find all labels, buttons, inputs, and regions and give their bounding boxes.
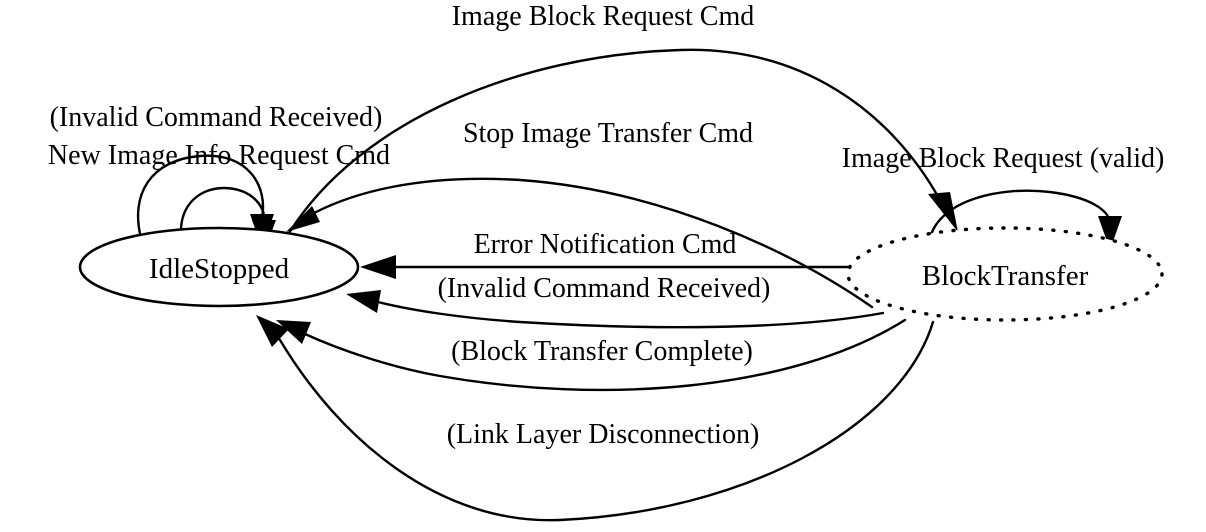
edge-path-idlestopped-self-invalid-command xyxy=(136,154,265,240)
edge-path-image-block-request-cmd xyxy=(287,48,942,235)
edge-label-stop-image-transfer-cmd: Stop Image Transfer Cmd xyxy=(463,118,753,149)
arrowhead-into-idlestopped-invalid xyxy=(346,290,381,313)
node-blocktransfer[interactable]: BlockTransfer xyxy=(846,226,1164,322)
edge-path-stop-image-transfer-cmd xyxy=(303,177,874,309)
edge-error-notification-cmd[interactable] xyxy=(360,255,851,279)
edge-path-link-layer-disconnection xyxy=(278,320,935,522)
edge-blocktransfer-self-image-block-request-valid[interactable] xyxy=(928,189,1122,250)
node-blocktransfer-label: BlockTransfer xyxy=(922,260,1089,292)
edge-label-new-image-info-request-cmd: New Image Info Request Cmd xyxy=(48,140,390,171)
edge-label-invalid-command-received-self: (Invalid Command Received) xyxy=(50,102,383,133)
edge-path-block-transfer-complete xyxy=(303,318,907,392)
arrowhead-into-idlestopped-disconnection xyxy=(256,315,289,347)
arrowhead-blocktransfer-self-valid xyxy=(1098,216,1122,250)
edge-block-transfer-complete[interactable] xyxy=(276,318,907,392)
edge-label-image-block-request-cmd: Image Block Request Cmd xyxy=(452,1,755,32)
edge-label-block-transfer-complete: (Block Transfer Complete) xyxy=(451,336,753,367)
edge-label-link-layer-disconnection: (Link Layer Disconnection) xyxy=(447,419,760,450)
arrowhead-into-idlestopped-stop xyxy=(286,206,320,232)
edge-link-layer-disconnection[interactable] xyxy=(256,315,935,522)
node-idlestopped-ellipse xyxy=(78,226,360,308)
edge-label-image-block-request-valid: Image Block Request (valid) xyxy=(842,143,1165,174)
arrowhead-into-idlestopped-complete xyxy=(276,320,311,344)
arrowhead-into-blocktransfer-top-left xyxy=(928,192,958,232)
edge-path-blocktransfer-self-valid xyxy=(928,189,1112,240)
edge-blocktransfer-invalid-command-received[interactable] xyxy=(346,290,885,329)
edge-label-error-notification-cmd: Error Notification Cmd xyxy=(474,229,737,260)
edge-path-blocktransfer-invalid-command xyxy=(376,300,885,329)
node-idlestopped[interactable]: IdleStopped xyxy=(78,226,360,308)
edge-image-block-request-cmd[interactable] xyxy=(287,48,958,235)
edge-path-idlestopped-self-new-image-info xyxy=(179,186,266,244)
edge-label-invalid-command-received-edge: (Invalid Command Received) xyxy=(438,273,771,304)
arrowhead-into-idlestopped-error xyxy=(360,255,396,279)
edge-stop-image-transfer-cmd[interactable] xyxy=(286,177,874,309)
node-idlestopped-label: IdleStopped xyxy=(149,253,290,285)
node-blocktransfer-ellipse xyxy=(846,226,1164,322)
